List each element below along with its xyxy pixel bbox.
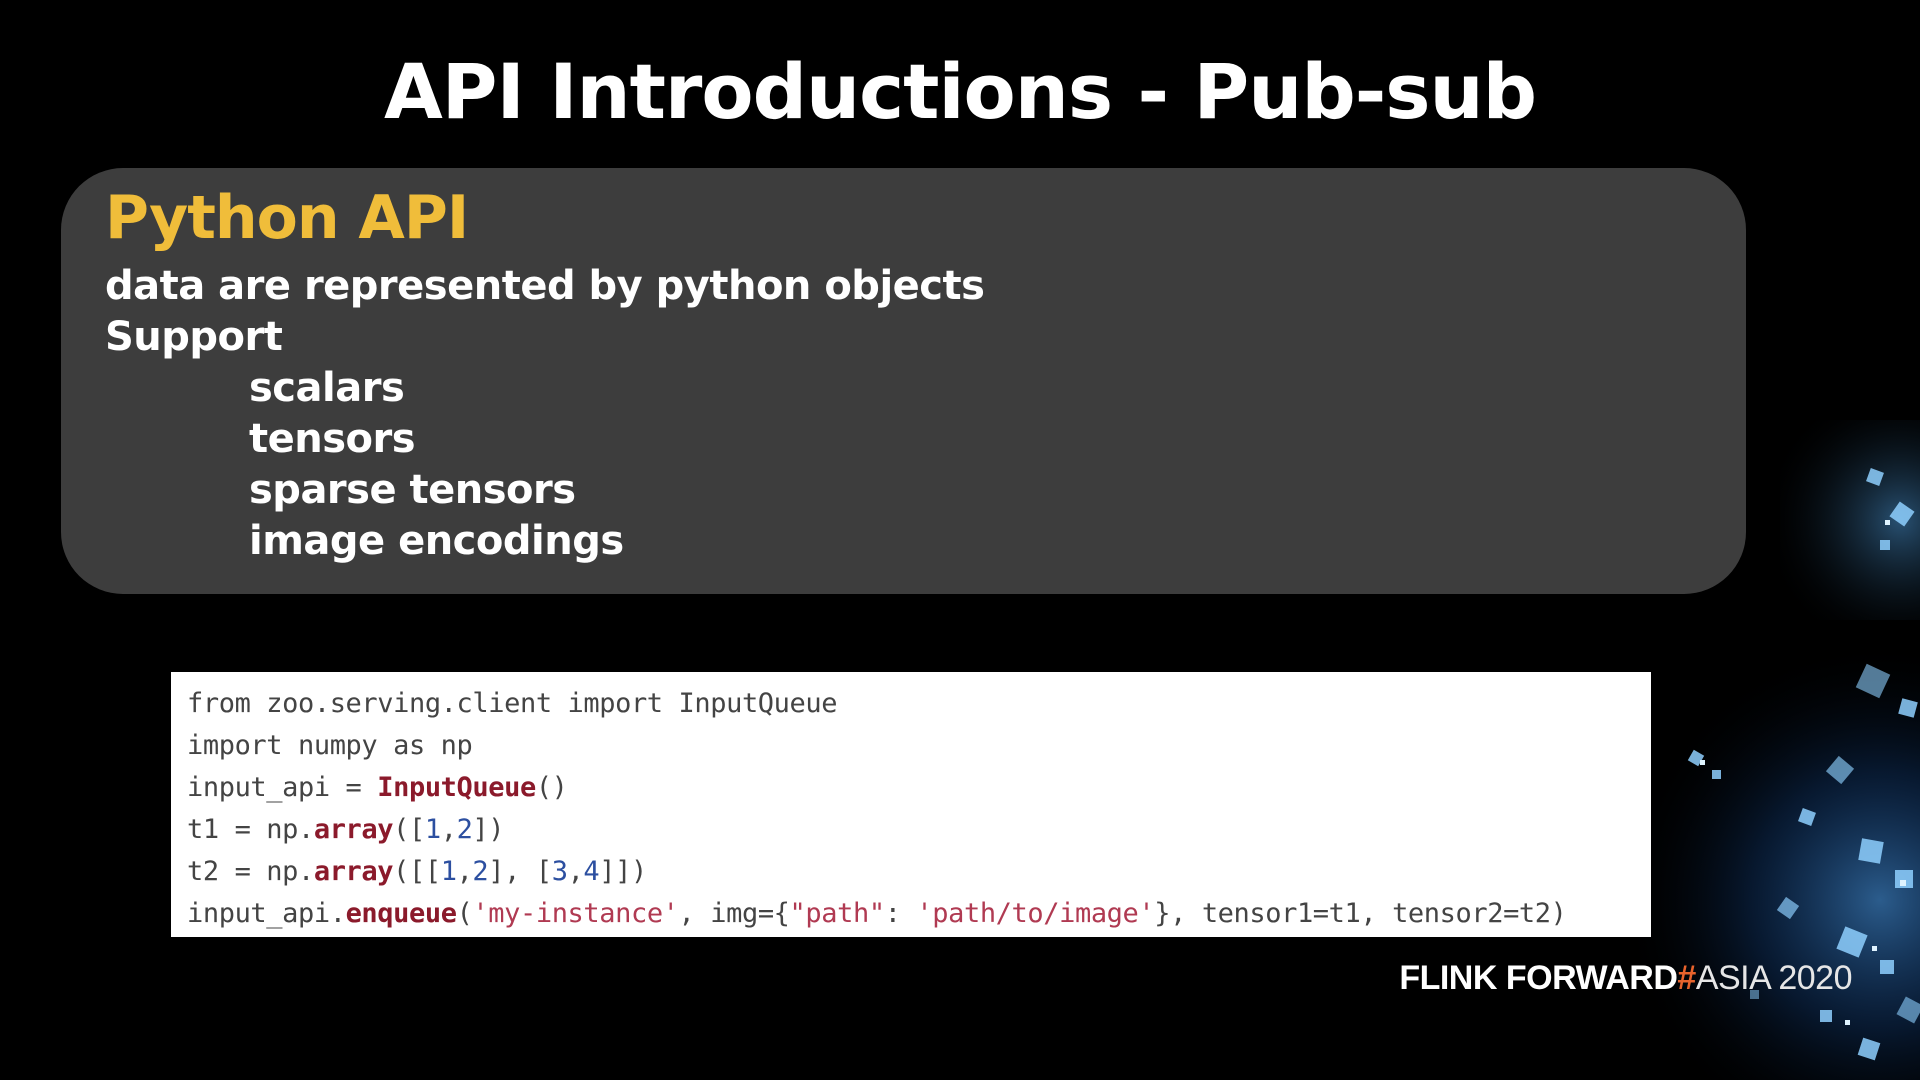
code-token-plain: ]) xyxy=(472,814,505,845)
brand-event: ASIA 2020 xyxy=(1695,959,1853,997)
code-token-plain: ( xyxy=(456,898,473,929)
code-snippet: from zoo.serving.client import InputQueu… xyxy=(171,672,1651,937)
support-label: Support xyxy=(105,314,283,360)
python-api-panel: Python API data are represented by pytho… xyxy=(61,168,1746,594)
code-line: import numpy as np xyxy=(187,726,473,766)
code-token-kw: enqueue xyxy=(345,898,457,929)
code-line: input_api.enqueue('my-instance', img={"p… xyxy=(187,894,1567,934)
code-token-kw: InputQueue xyxy=(377,772,536,803)
code-token-plain: , xyxy=(567,856,584,887)
code-token-plain: ]]) xyxy=(599,856,647,887)
code-token-kw: array xyxy=(313,814,394,845)
code-token-plain: , xyxy=(440,814,457,845)
code-token-plain: ], [ xyxy=(488,856,552,887)
code-token-plain: () xyxy=(535,772,568,803)
code-token-str: 'path/to/image' xyxy=(916,898,1155,929)
support-item: image encodings xyxy=(249,518,624,564)
support-item: scalars xyxy=(249,365,405,411)
brand-hash: # xyxy=(1677,959,1696,997)
code-token-plain: input_api. xyxy=(187,898,346,929)
brand-forward: FORWARD xyxy=(1505,959,1678,997)
code-token-plain: input_api = xyxy=(187,772,378,803)
code-token-plain: , xyxy=(456,856,473,887)
code-line: t1 = np.array([1,2]) xyxy=(187,810,505,850)
code-token-str: 'my-instance' xyxy=(472,898,679,929)
code-token-plain: ([[ xyxy=(393,856,441,887)
code-token-kw: array xyxy=(313,856,394,887)
support-item: sparse tensors xyxy=(249,467,576,513)
code-token-num: 4 xyxy=(583,856,600,887)
code-token-num: 3 xyxy=(551,856,568,887)
code-token-num: 1 xyxy=(440,856,457,887)
code-token-str: "path" xyxy=(789,898,886,929)
code-token-num: 1 xyxy=(424,814,441,845)
code-token-plain: ([ xyxy=(393,814,425,845)
code-token-plain: t2 = np. xyxy=(187,856,314,887)
code-token-plain: , img={ xyxy=(678,898,790,929)
panel-description: data are represented by python objects xyxy=(105,263,985,309)
brand-flink: FLINK xyxy=(1399,959,1497,997)
panel-heading: Python API xyxy=(105,183,469,253)
code-token-plain: import numpy as np xyxy=(187,730,473,761)
code-line: from zoo.serving.client import InputQueu… xyxy=(187,684,837,724)
code-token-plain: from zoo.serving.client import InputQueu… xyxy=(187,688,838,719)
slide-title: API Introductions - Pub-sub xyxy=(383,47,1537,136)
code-line: t2 = np.array([[1,2], [3,4]]) xyxy=(187,852,647,892)
code-token-num: 2 xyxy=(456,814,473,845)
code-token-plain: }, tensor1=t1, tensor2=t2) xyxy=(1154,898,1567,929)
code-token-plain: : xyxy=(884,898,917,929)
code-token-num: 2 xyxy=(472,856,489,887)
code-token-plain: t1 = np. xyxy=(187,814,314,845)
event-branding: FLINK FORWARD#ASIA 2020 xyxy=(1399,955,1852,1001)
code-line: input_api = InputQueue() xyxy=(187,768,568,808)
support-item: tensors xyxy=(249,416,416,462)
